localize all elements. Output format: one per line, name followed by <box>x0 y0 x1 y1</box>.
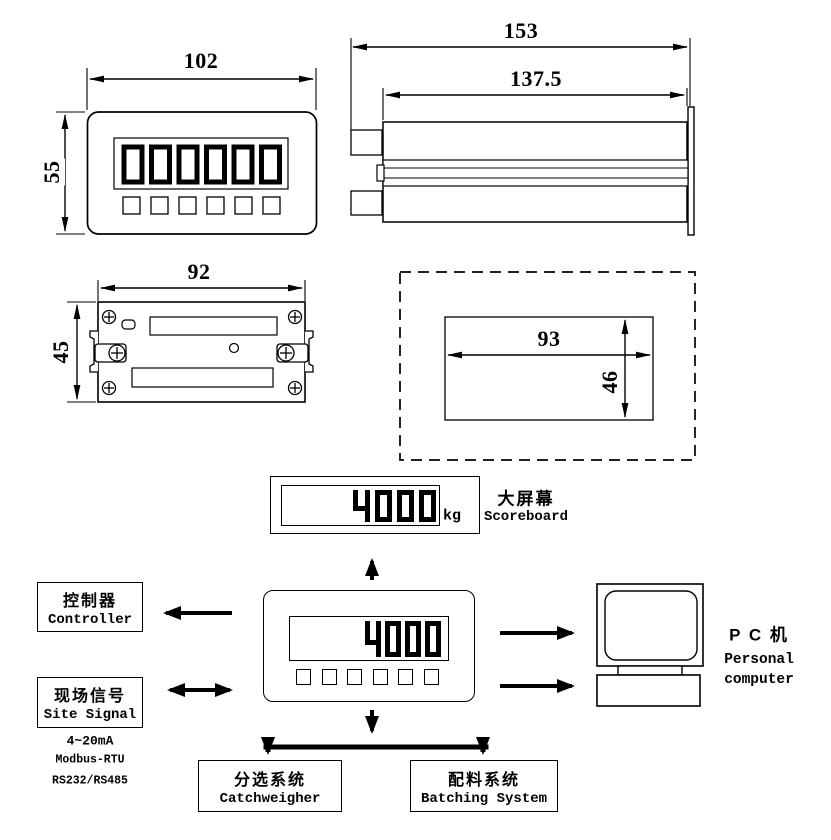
pc-label-cn: P C 机 <box>729 625 789 645</box>
screw-icon <box>101 380 117 396</box>
digit-cell <box>259 144 282 185</box>
digit-cell <box>204 144 227 185</box>
protocol-4-20ma: 4~20mA <box>66 733 114 749</box>
controller-box: 控制器 Controller <box>37 582 143 632</box>
screw-icon <box>287 380 303 396</box>
rear-small-port <box>121 319 136 330</box>
site-signal-label-cn: 现场信号 <box>53 688 126 705</box>
site-signal-box: 现场信号 Site Signal <box>37 677 143 728</box>
batching-label-cn: 配料系统 <box>447 771 520 789</box>
side-middle-rail <box>382 159 689 187</box>
pc-label-en-line2: computer <box>724 672 794 688</box>
batching-system-box: 配料系统 Batching System <box>410 760 558 812</box>
front-view <box>56 68 318 235</box>
sevenseg-digit-0 <box>397 490 414 522</box>
catchweigher-box: 分选系统 Catchweigher <box>198 760 342 812</box>
sevenseg-digit-0 <box>385 621 401 657</box>
front-height-dimension: 55 <box>39 158 65 186</box>
cutout-height-dimension: 46 <box>597 368 623 396</box>
weighing-indicator <box>263 590 475 702</box>
monitor-neck <box>617 665 683 676</box>
side-connector-lower <box>350 190 383 216</box>
key-button <box>347 669 362 685</box>
pc-monitor-icon <box>596 583 704 707</box>
panel-outline-dashed <box>399 271 696 461</box>
key-button <box>398 669 413 685</box>
front-width-dimension: 102 <box>181 48 221 74</box>
screw-icon <box>287 309 303 325</box>
scoreboard-label-en: Scoreboard <box>483 509 569 525</box>
cutout-width-dimension: 93 <box>535 326 563 352</box>
front-device-outline <box>86 111 318 235</box>
sevenseg-digit-0 <box>425 621 441 657</box>
side-front-bezel-flange <box>687 106 695 236</box>
controller-label-cn: 控制器 <box>62 592 117 610</box>
key-button <box>322 669 337 685</box>
sevenseg-digit-0 <box>419 490 436 522</box>
protocol-rs232-rs485: RS232/RS485 <box>52 774 128 788</box>
computer-base <box>596 674 701 707</box>
site-signal-label-en: Site Signal <box>43 707 137 723</box>
digit-cell <box>176 144 200 185</box>
key-button <box>234 196 253 215</box>
scoreboard-display-value <box>348 490 436 522</box>
key-button <box>150 196 169 215</box>
pc-label-en-line1: Personal <box>724 652 794 668</box>
digit-cell <box>121 144 145 185</box>
front-display-window <box>113 137 289 190</box>
key-button <box>373 669 388 685</box>
sevenseg-digit-0 <box>405 621 421 657</box>
rear-height-dimension: 45 <box>48 338 74 366</box>
scoreboard-display <box>281 485 440 526</box>
scoreboard-unit: kg <box>442 507 462 525</box>
side-total-dimension: 153 <box>501 18 541 44</box>
mounting-clamp-left <box>89 330 127 373</box>
key-button <box>424 669 439 685</box>
key-button <box>262 196 281 215</box>
side-connector-upper <box>350 129 383 156</box>
catchweigher-label-cn: 分选系统 <box>233 771 306 789</box>
protocol-modbus-rtu: Modbus-RTU <box>55 753 125 767</box>
batching-label-en: Batching System <box>420 790 548 807</box>
controller-label-en: Controller <box>47 611 132 628</box>
indicator-display <box>289 616 449 661</box>
side-rail-tab <box>376 164 385 182</box>
screw-icon <box>101 309 117 325</box>
sevenseg-digit-0 <box>375 490 392 522</box>
system-diagram-arrows <box>163 558 575 755</box>
sevenseg-digit-4 <box>353 490 370 522</box>
key-button <box>122 196 141 215</box>
front-keypad <box>122 196 281 215</box>
key-button <box>206 196 225 215</box>
rear-center-hole <box>228 342 240 354</box>
digit-cell <box>231 144 255 185</box>
digit-cell <box>149 144 172 185</box>
sevenseg-digit-4 <box>365 621 381 657</box>
rear-corner-screws <box>101 309 303 396</box>
mounting-clamp-right <box>276 330 314 373</box>
rear-terminal-slot-bottom <box>131 367 274 388</box>
key-button <box>178 196 197 215</box>
rear-terminal-slot-top <box>149 316 278 336</box>
panel-cutout-view <box>399 271 696 461</box>
rear-width-dimension: 92 <box>185 259 213 285</box>
side-view <box>350 38 695 236</box>
monitor-screen <box>604 590 698 661</box>
indicator-display-value <box>361 621 441 657</box>
rear-view <box>67 280 314 403</box>
front-display-digits <box>121 144 282 185</box>
side-body-dimension: 137.5 <box>508 66 564 92</box>
catchweigher-label-en: Catchweigher <box>219 790 321 807</box>
cutout-rectangle <box>444 316 654 421</box>
scoreboard-label-cn: 大屏幕 <box>497 489 555 509</box>
key-button <box>296 669 311 685</box>
